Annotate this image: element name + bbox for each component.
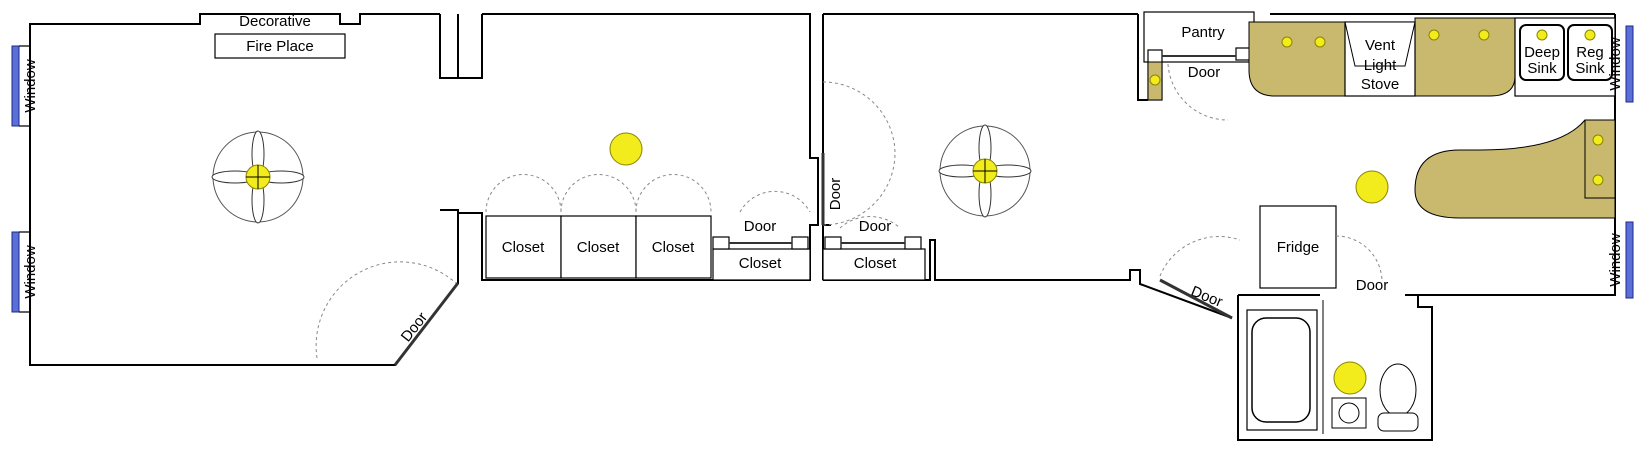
hall-closet-right xyxy=(822,248,926,281)
closet-label-hall-left: Closet xyxy=(739,255,782,272)
closet-label-3: Closet xyxy=(652,239,695,256)
fireplace xyxy=(214,33,346,59)
counter-top xyxy=(1248,21,1346,97)
window-label-right-lower: Window xyxy=(1607,233,1624,287)
kitchen-area: Door Door Closet Pantry Door xyxy=(821,11,1634,320)
fridge-label: Fridge xyxy=(1277,239,1320,256)
sink-label-deep: Deep xyxy=(1524,44,1560,61)
living-room: Decorative Fire Place Window Window Door xyxy=(11,13,460,366)
closet-2 xyxy=(560,215,637,279)
fireplace-label-top: Decorative xyxy=(239,13,311,30)
bathroom xyxy=(1237,294,1433,441)
sink-label-deep-2: Sink xyxy=(1527,60,1557,77)
ceiling-light-kitchen xyxy=(1355,170,1389,204)
stove-label-vent: Vent xyxy=(1365,37,1396,54)
window-label-left-upper: Window xyxy=(22,59,39,113)
ceiling-fan-right xyxy=(938,124,1032,218)
door-label-hall-closet-left: Door xyxy=(744,218,777,235)
ceiling-light-bath xyxy=(1333,361,1367,395)
window-left-lower xyxy=(11,231,20,313)
closet-1 xyxy=(485,215,562,279)
closet-label-hall-right: Closet xyxy=(854,255,897,272)
door-label-bath: Door xyxy=(1356,277,1389,294)
sink-label-reg: Reg xyxy=(1576,44,1604,61)
window-left-upper xyxy=(11,45,20,127)
pantry-label: Pantry xyxy=(1181,24,1225,41)
door-label-pantry: Door xyxy=(1188,64,1221,81)
window-right-lower xyxy=(1625,221,1634,299)
stove-label: Stove xyxy=(1361,76,1399,93)
stove-label-light: Light xyxy=(1364,57,1397,74)
fireplace-label: Fire Place xyxy=(246,38,314,55)
closet-3 xyxy=(635,215,712,279)
ceiling-fan-left xyxy=(211,130,305,224)
closet-label-1: Closet xyxy=(502,239,545,256)
hall-closet-left xyxy=(712,248,811,281)
closet-label-2: Closet xyxy=(577,239,620,256)
peninsula-counter xyxy=(1414,119,1616,219)
sink-label-reg-2: Sink xyxy=(1575,60,1605,77)
fridge xyxy=(1259,205,1337,289)
ceiling-light-middle xyxy=(609,132,643,166)
window-label-right-upper: Window xyxy=(1607,37,1624,91)
window-right-upper xyxy=(1625,25,1634,103)
door-label-hall-closet-right: Door xyxy=(859,218,892,235)
door-label-kitchen-left: Door xyxy=(827,178,844,211)
door-label-living: Door xyxy=(398,309,431,345)
window-label-left-lower: Window xyxy=(22,245,39,299)
middle-room: Closet Closet Closet Door Closet xyxy=(457,13,819,281)
